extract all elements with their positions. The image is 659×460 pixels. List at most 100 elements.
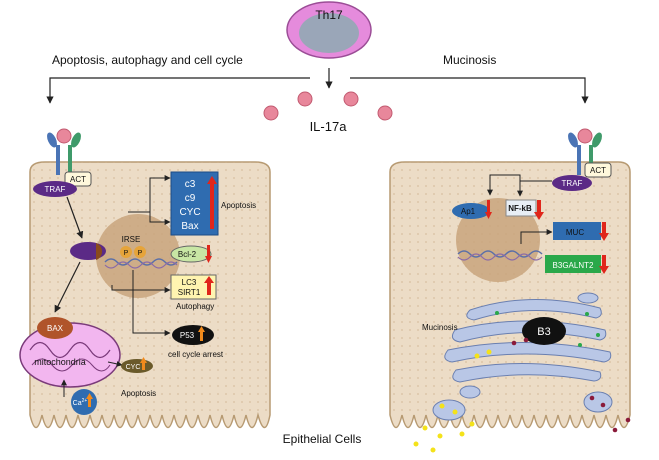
- traf-label-left: TRAF: [45, 185, 66, 194]
- muc-box: [553, 222, 601, 240]
- autophagy-label: Autophagy: [176, 302, 214, 311]
- traf-label-right: TRAF: [562, 179, 583, 188]
- granule-green: [596, 333, 600, 337]
- cyc-up-arrow-head: [140, 357, 147, 363]
- autophagy-up-arrow-head: [204, 276, 214, 283]
- apoptosis-label: Apoptosis: [221, 201, 256, 210]
- to-bcl2-arrow: [149, 212, 171, 225]
- granule-yellow: [452, 409, 458, 415]
- receptor-arm-right: [568, 132, 578, 148]
- apoptosis-item-2: CYC: [179, 207, 200, 218]
- dna-right-2: [457, 253, 543, 261]
- mucin-granules: [413, 311, 631, 453]
- granule-purple: [612, 427, 618, 433]
- b3galnt2-label: B3GALNT2: [553, 261, 594, 270]
- cyc-label: CYC: [126, 364, 141, 371]
- act-box-left: [64, 171, 92, 187]
- il17a-ligand: [297, 91, 313, 107]
- traf-to-complex-arrow: [66, 196, 84, 239]
- epithelial-cells-label: Epithelial Cells: [283, 432, 362, 446]
- secretory-vesicle: [583, 391, 613, 413]
- mitochondria-cristae-2: [31, 358, 111, 372]
- granule-yellow: [437, 433, 443, 439]
- to-autophagy-arrow: [111, 285, 171, 293]
- granule-purple: [511, 340, 517, 346]
- granule-purple: [589, 395, 595, 401]
- granule-yellow: [439, 403, 445, 409]
- granule-purple: [625, 417, 631, 423]
- cyc-up-arrow-shaft: [142, 362, 145, 370]
- th17-cell-core: [299, 13, 359, 53]
- bcl2-down-arrow-shaft: [207, 245, 210, 257]
- apoptosis-bottom-label: Apoptosis: [121, 389, 156, 398]
- right-title: Mucinosis: [443, 53, 496, 67]
- act-box-right: [584, 162, 612, 178]
- to-apoptosis-arrow: [128, 175, 171, 213]
- nfkb-down-arrow-head: [534, 212, 544, 220]
- ap1-ellipse: [452, 203, 490, 219]
- traf-to-targets-line: [487, 174, 552, 196]
- receptor-stem-right: [577, 145, 581, 175]
- granule-green: [495, 311, 499, 315]
- receptor-stem-right: [589, 145, 593, 175]
- nfkb-label: NF-kB: [508, 204, 532, 213]
- bax-ellipse: [37, 317, 73, 339]
- act-label-right: ACT: [590, 166, 606, 175]
- granule-yellow: [422, 425, 428, 431]
- mitochondria-label: mitochondria: [34, 357, 86, 367]
- granule-yellow: [430, 447, 436, 453]
- bcl2-ellipse: [170, 245, 212, 263]
- traf-left: [33, 181, 77, 197]
- cell-cycle-label: cell cycle arrest: [168, 350, 224, 359]
- il17a-ligand: [263, 105, 279, 121]
- il17a-label: IL-17a: [310, 119, 348, 134]
- granule-purple: [600, 402, 606, 408]
- muc-down-arrow-head: [599, 233, 609, 241]
- il17a-ligand: [343, 91, 359, 107]
- to-p53-arrow: [132, 270, 171, 336]
- secretory-vesicle: [432, 399, 466, 421]
- ap1-down-arrow-shaft: [487, 200, 490, 213]
- il17a-ligand: [377, 105, 393, 121]
- receptor-arm-left: [47, 132, 57, 148]
- autophagy-item-0: LC3: [182, 278, 197, 287]
- b3galnt2-down-arrow-shaft: [602, 255, 606, 267]
- muc-label: MUC: [566, 228, 584, 237]
- golgi-vesicle: [577, 292, 599, 304]
- traf-right: [552, 175, 592, 191]
- granule-yellow: [413, 441, 419, 447]
- phospho-p2: [134, 246, 146, 258]
- dna-to-muc-arrow: [520, 229, 553, 244]
- phospho-p1: [120, 246, 132, 258]
- nfkb-down-arrow-shaft: [537, 200, 541, 213]
- receptor-ligand-right: [577, 128, 593, 144]
- nfkb-box: [505, 199, 537, 217]
- nucleus-right: [456, 198, 540, 282]
- irse-label: IRSE: [122, 235, 141, 244]
- b3galnt2-box: [545, 255, 601, 273]
- mitochondria-cristae: [29, 341, 111, 359]
- golgi-vesicle: [459, 385, 481, 399]
- dna-left: [104, 258, 178, 266]
- apoptosis-item-0: c3: [185, 179, 196, 190]
- apoptosis-item-3: Bax: [181, 221, 198, 232]
- th17-label: Th17: [315, 8, 343, 22]
- b3-ellipse: [522, 317, 566, 345]
- bcl2-down-arrow-head: [205, 256, 212, 263]
- right-branch-arrow: [350, 77, 589, 104]
- mucinosis-label: Mucinosis: [422, 323, 458, 332]
- receptor-arm-right: [592, 132, 602, 148]
- granule-yellow: [474, 353, 480, 359]
- calcium-label: Ca2+: [73, 398, 88, 407]
- receptor-arm-left: [71, 132, 81, 148]
- golgi-cisterna: [466, 299, 602, 321]
- bax-label: BAX: [47, 324, 64, 333]
- complex-brown: [96, 243, 103, 260]
- granule-green: [585, 312, 589, 316]
- p53-up-arrow-shaft: [200, 331, 203, 341]
- granule-green: [578, 343, 582, 347]
- receptor-stem-left: [68, 145, 72, 175]
- phospho-p1-label: P: [124, 250, 129, 257]
